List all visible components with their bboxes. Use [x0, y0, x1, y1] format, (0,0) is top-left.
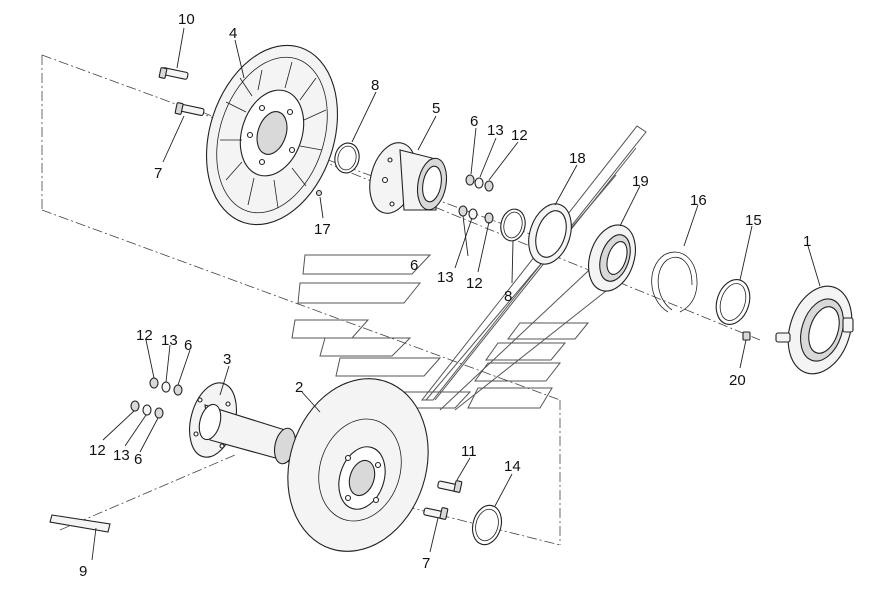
fitting-20 [742, 331, 751, 341]
callout-1: 1 [803, 233, 811, 250]
fastener-set-upper-b [458, 205, 494, 224]
callout-15: 15 [745, 212, 762, 229]
callout-13: 13 [437, 269, 454, 286]
fastener-set-upper-a [465, 174, 494, 192]
ring-8-upper [334, 142, 360, 174]
callout-9: 9 [79, 563, 87, 580]
callout-11: 11 [461, 443, 477, 460]
bearing-cup-19 [588, 224, 636, 292]
leader-lines [91, 27, 821, 561]
bolt-10 [158, 67, 189, 80]
upper-brake-disc [205, 44, 339, 226]
housing-1 [775, 285, 854, 375]
callout-8: 8 [504, 288, 512, 305]
callout-13: 13 [113, 447, 130, 464]
key-9 [49, 514, 111, 533]
callout-7: 7 [422, 555, 430, 572]
callout-5: 5 [432, 100, 440, 117]
bolt-11 [437, 480, 463, 493]
seal-ring-18 [528, 203, 572, 265]
callout-14: 14 [504, 458, 521, 475]
bolt-7-lower [423, 507, 449, 520]
retaining-ring-15 [715, 279, 751, 325]
watermark-logo [291, 125, 647, 411]
callout-13: 13 [161, 332, 178, 349]
upper-hub [369, 142, 448, 214]
callout-6: 6 [410, 257, 418, 274]
callout-19: 19 [632, 173, 649, 190]
callout-16: 16 [690, 192, 707, 209]
callout-18: 18 [569, 150, 586, 167]
callout-12: 12 [89, 442, 106, 459]
callout-4: 4 [229, 25, 237, 42]
callout-2: 2 [295, 379, 303, 396]
callout-6: 6 [134, 451, 142, 468]
bolt-7-upper [174, 102, 205, 117]
callout-6: 6 [184, 337, 192, 354]
callout-10: 10 [178, 11, 195, 28]
pin-17 [315, 189, 323, 197]
disc-ribs [220, 61, 327, 209]
callout-7: 7 [154, 165, 162, 182]
fastener-set-lower-b [130, 400, 164, 419]
snap-ring-16 [651, 251, 698, 313]
callout-20: 20 [729, 372, 746, 389]
callout-17: 17 [314, 221, 331, 238]
ring-14 [471, 504, 503, 546]
callout-13: 13 [487, 122, 504, 139]
callout-12: 12 [466, 275, 483, 292]
callout-12: 12 [511, 127, 528, 144]
callout-6: 6 [470, 113, 478, 130]
callout-3: 3 [223, 351, 231, 368]
ring-8-middle [500, 208, 526, 242]
lower-brake-disc [287, 378, 429, 552]
callout-labels: 10 4 7 8 5 6 13 12 17 6 13 12 8 18 19 16… [79, 11, 811, 580]
lower-hub [189, 382, 297, 465]
callout-12: 12 [136, 327, 153, 344]
callout-8: 8 [371, 77, 379, 94]
